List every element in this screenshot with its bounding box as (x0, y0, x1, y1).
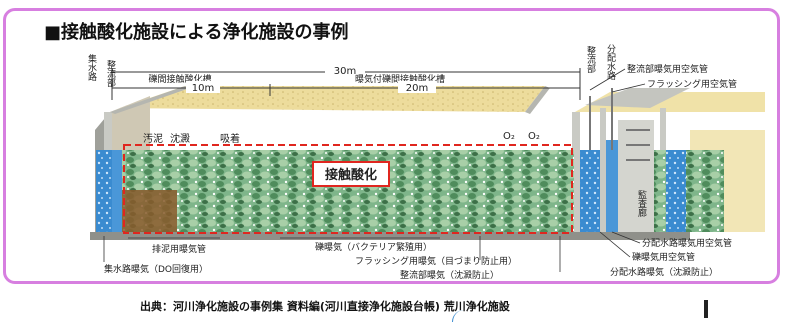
sludge-label: 汚泥 (143, 132, 163, 145)
gravel-aeration-label: 礫曝気（バクテリア繁殖用） (315, 241, 432, 253)
contact-oxidation-label: 接触酸化 (325, 167, 377, 183)
distribution-channel-label: 分配水路 (605, 44, 616, 81)
left-rectifier-water (112, 150, 124, 232)
monitoring-corridor-label: 監査廊 (636, 189, 647, 218)
o2-label-a: O₂ (503, 131, 515, 142)
decorative-arc (452, 310, 469, 322)
source-caption: 出典：河川浄化施設の事例集 資料編(河川直接浄化施設台帳) 荒川浄化施設 (140, 300, 510, 313)
far-right-water (666, 150, 686, 232)
dist-channel-aeration-label: 分配水路曝気（沈澱防止） (610, 266, 718, 278)
o2-label-b: O₂ (528, 131, 540, 142)
collection-aeration-label: 集水路曝気（DO回復用） (104, 263, 208, 275)
rectifier-aeration-label: 整流部曝気（沈澱防止） (400, 269, 499, 281)
dist-channel-pipe-label: 分配水路曝気用空気管 (642, 237, 732, 249)
left-rectifier-label: 整流部 (105, 59, 116, 88)
right-gravel (654, 150, 724, 232)
aerated-length: 20m (406, 83, 428, 94)
decorative-mark (704, 300, 708, 318)
right-rectifier-label: 整流部 (585, 45, 596, 74)
flushing-pipe-label: フラッシング用空気管 (647, 78, 737, 90)
collection-channel-label: 集水路 (86, 53, 97, 82)
contact-oxidation-highlight (123, 144, 573, 234)
distribution-channel-water (606, 140, 618, 232)
adsorption-label: 吸着 (220, 132, 240, 145)
sedimentation-label: 沈澱 (170, 132, 190, 145)
collection-channel-water (96, 150, 112, 232)
rectifier-pipe-label: 整流部曝気用空気管 (627, 63, 708, 75)
right-rectifier-water (580, 150, 600, 232)
total-length: 30m (334, 66, 356, 77)
air-pipes (589, 88, 650, 161)
sludge-layer (122, 190, 177, 232)
contact-oxidation-label-box (312, 161, 390, 187)
gravel-length: 10m (192, 83, 214, 94)
gravel-aeration-pipe-label: 礫曝気用空気管 (632, 251, 695, 263)
sludge-pipe-label: 排泥用曝気管 (152, 243, 206, 255)
page-title: ■接触酸化施設による浄化施設の事例 (44, 22, 349, 43)
flushing-aeration-label: フラッシング用曝気（目づまり防止用） (355, 255, 517, 267)
bottom-leader-lines (103, 236, 561, 272)
